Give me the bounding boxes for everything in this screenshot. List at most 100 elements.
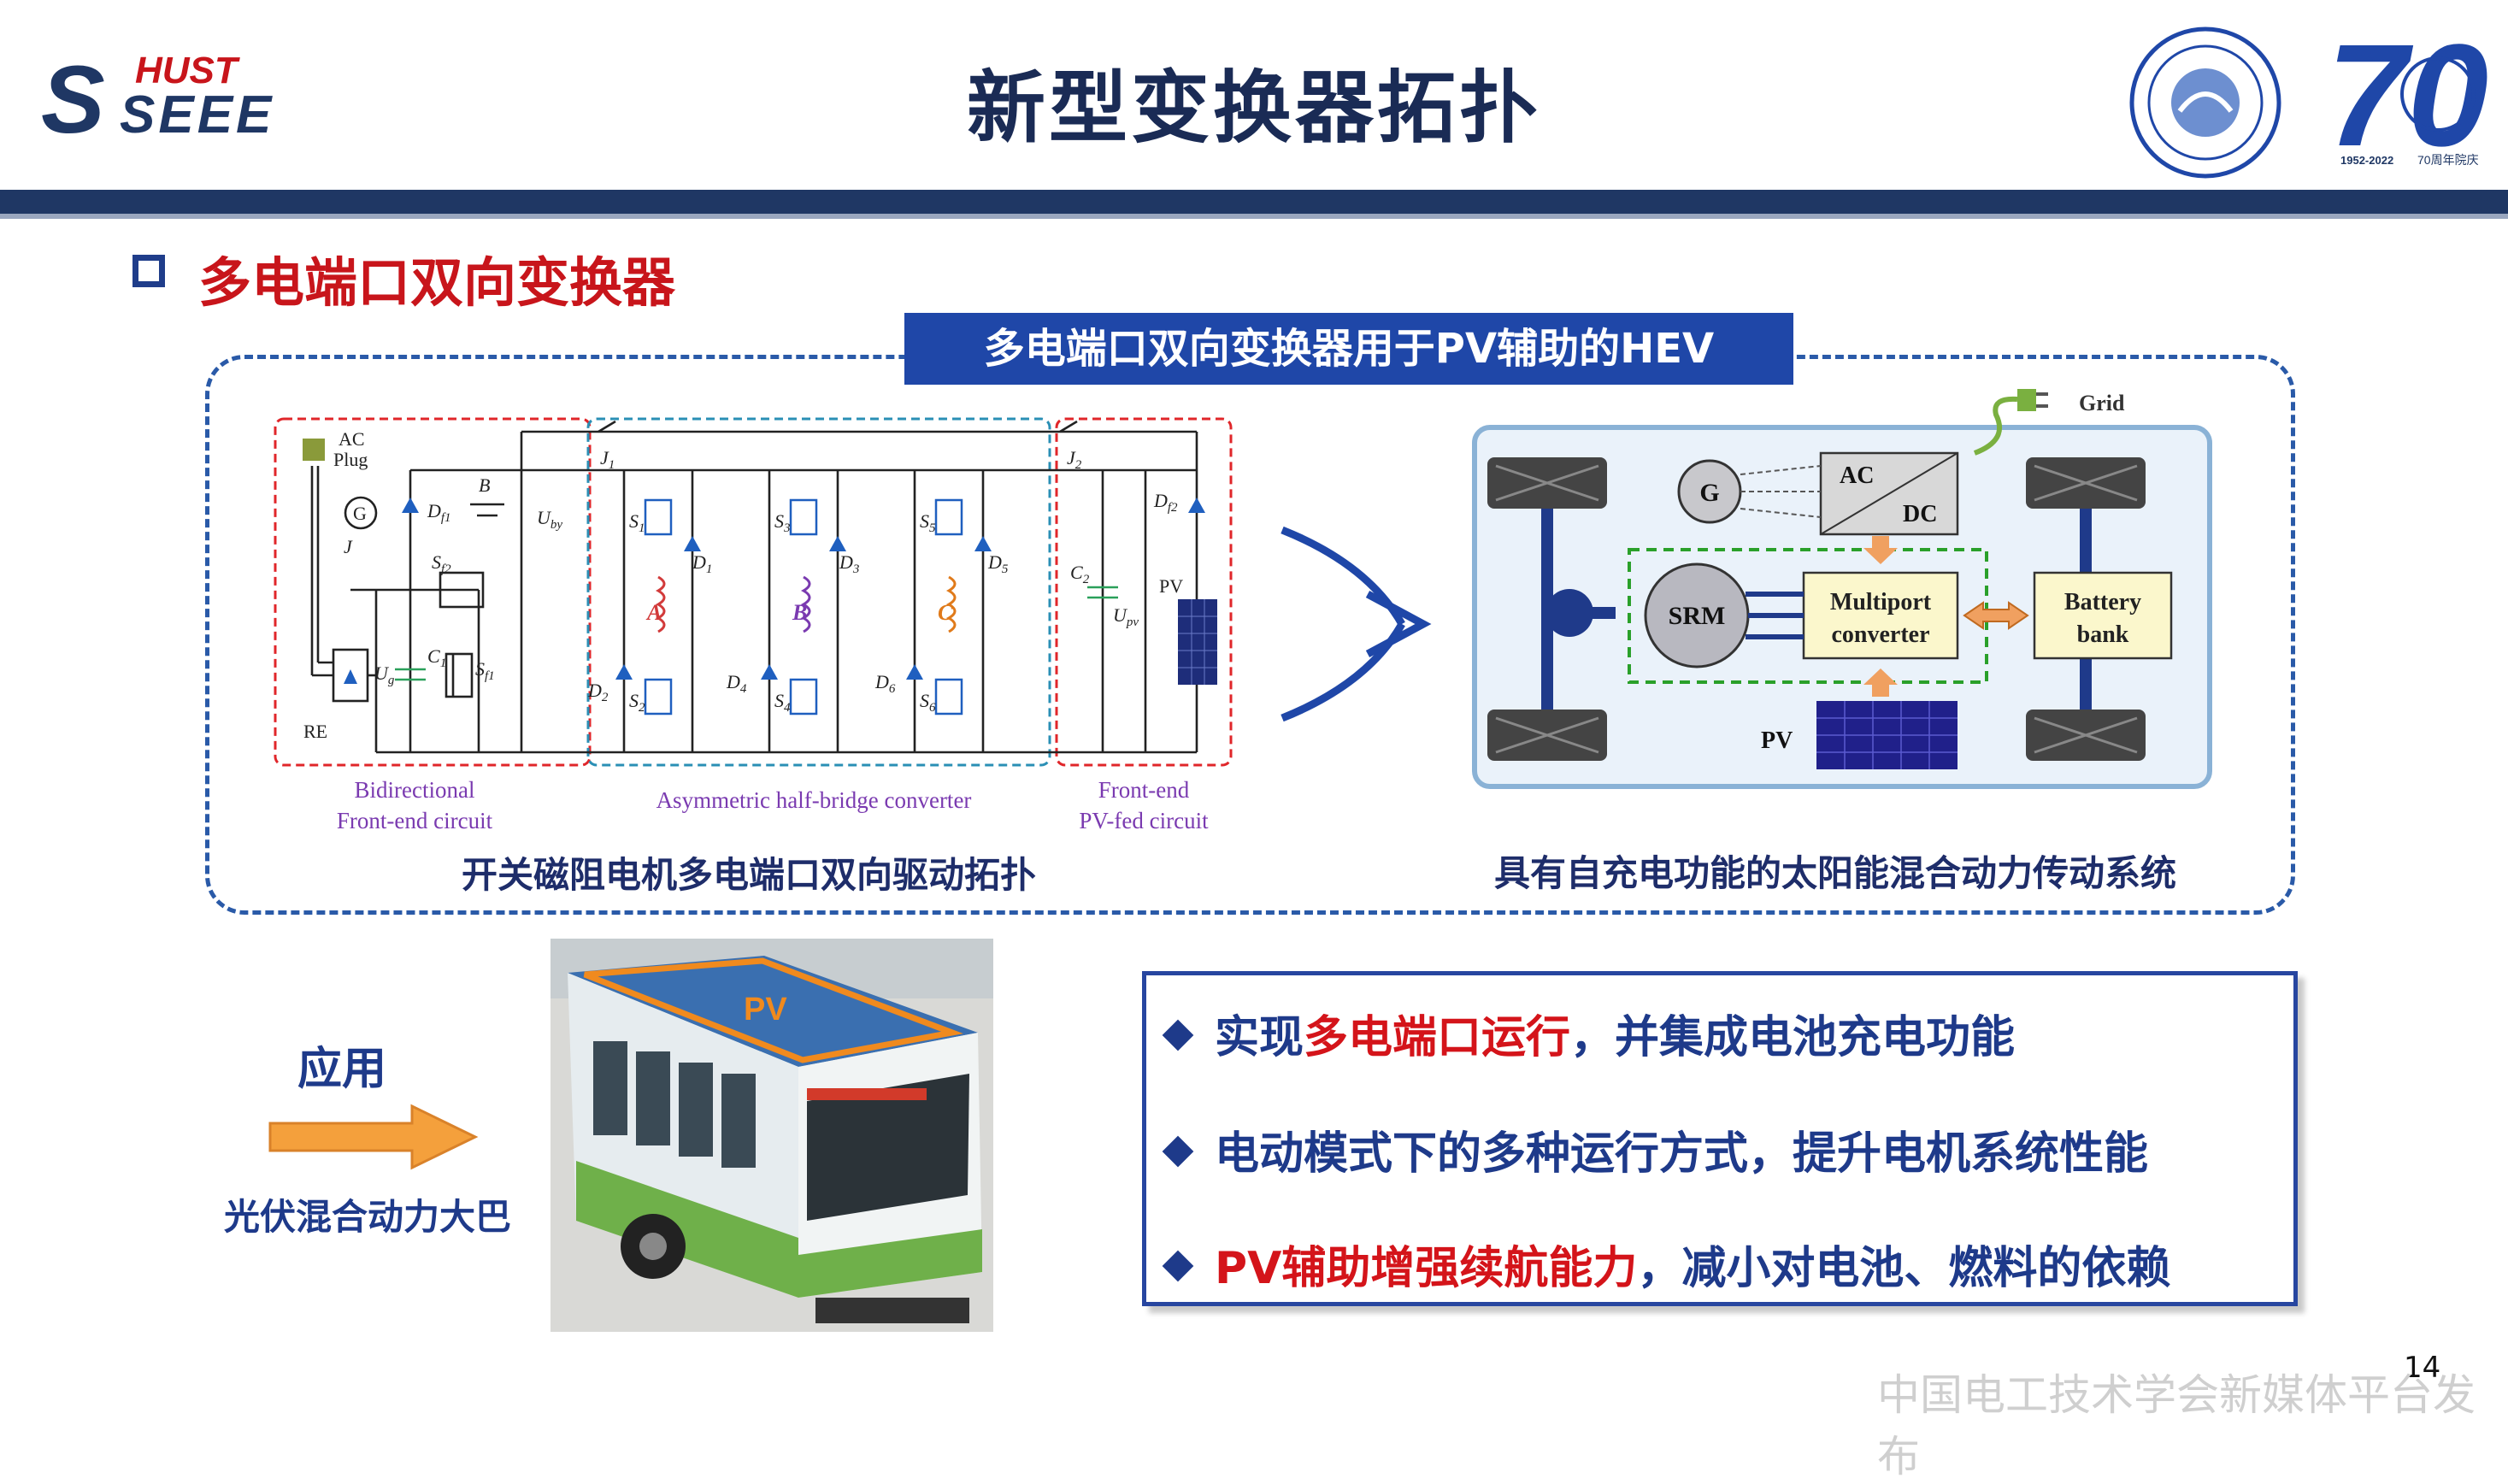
svg-text:S5: S5 [920, 510, 936, 535]
system-dc-label: DC [1903, 501, 1937, 527]
svg-text:Upv: Upv [1113, 604, 1139, 629]
svg-text:J1: J1 [600, 447, 615, 472]
feature-list: 实现多电端口运行，并集成电池充电功能 电动模式下的多种运行方式，提升电机系统性能… [1142, 971, 2298, 1306]
label-d5: D [987, 551, 1002, 573]
label-sf2: S [432, 551, 441, 573]
svg-text:D4: D4 [726, 671, 747, 696]
svg-text:C2: C2 [1070, 562, 1090, 586]
label-sf1: S [475, 658, 485, 680]
label-s3: S [774, 510, 784, 532]
label-d4: D [726, 671, 740, 692]
label-df2: D [1153, 490, 1168, 511]
system-g-label: G [1699, 479, 1719, 507]
label-upv: U [1113, 604, 1128, 626]
label-d3: D [839, 551, 853, 573]
feature-item-3: PV辅助增强续航能力，减小对电池、燃料的依赖 [1162, 1232, 2170, 1296]
svg-text:D2: D2 [587, 680, 609, 704]
circuit-caption: 开关磁阻电机多电端口双向驱动拓扑 [462, 854, 1037, 896]
srm-multiport-circuit: AC Plug G J RE Ug C1 Sf1 Sf2 Df1 B Uby J… [274, 417, 1233, 833]
system-pv-label: PV [1761, 727, 1793, 754]
svg-text:Df2: Df2 [1153, 490, 1178, 515]
label-df1: D [427, 500, 441, 521]
label-pv: PV [1159, 575, 1183, 597]
svg-text:J2: J2 [1067, 447, 1082, 472]
system-grid-label: Grid [2079, 391, 2125, 415]
right-arrow-icon [268, 1104, 479, 1170]
label-b: B [479, 474, 490, 496]
system-ac-label: AC [1840, 462, 1874, 489]
system-battery-line2: bank [2077, 621, 2129, 648]
feature-item-2: 电动模式下的多种运行方式，提升电机系统性能 [1162, 1117, 2148, 1181]
curved-arrow-icon [1280, 526, 1432, 722]
system-multiport-line2: converter [1831, 621, 1929, 648]
label-j2: J [1067, 447, 1076, 468]
label-c2: C [1070, 562, 1083, 583]
label-s4: S [774, 690, 784, 711]
system-srm-label: SRM [1669, 602, 1726, 630]
logo-seee-text: SEEE [120, 85, 274, 141]
block-right-line2: PV-fed circuit [1079, 808, 1209, 833]
label-phase-c: C [938, 600, 953, 625]
header-bar-shadow [0, 214, 2508, 219]
block-mid-label: Asymmetric half-bridge converter [656, 787, 972, 813]
svg-text:Sf1: Sf1 [475, 658, 495, 683]
anniversary-years: 1952-2022 [2340, 154, 2393, 167]
system-caption: 具有自充电功能的太阳能混合动力传动系统 [1494, 852, 2177, 894]
solar-bus-photo: PV [550, 939, 993, 1332]
diamond-bullet-icon [1162, 1019, 1194, 1051]
svg-text:S2: S2 [629, 690, 645, 715]
diagram-banner: 多电端口双向变换器用于PV辅助的HEV [904, 313, 1793, 385]
label-re: RE [303, 721, 327, 742]
label-plug: Plug [333, 449, 368, 470]
label-c1: C [427, 645, 440, 667]
svg-text:S4: S4 [774, 690, 791, 715]
label-d1: D [692, 551, 706, 573]
label-j: J [344, 536, 353, 557]
svg-text:C1: C1 [427, 645, 446, 670]
label-s5: S [920, 510, 929, 532]
label-phase-a: A [645, 600, 662, 625]
header-bar [0, 190, 2508, 214]
svg-text:D3: D3 [839, 551, 859, 576]
block-left-line2: Front-end circuit [337, 808, 493, 833]
system-multiport-line1: Multiport [1830, 589, 1932, 615]
label-ac: AC [339, 428, 365, 450]
svg-text:D1: D1 [692, 551, 712, 576]
feature-item-1: 实现多电端口运行，并集成电池充电功能 [1162, 1001, 2015, 1065]
svg-text:D6: D6 [874, 671, 896, 696]
watermark: 中国电工技术学会新媒体平台发布 [1877, 1370, 2476, 1481]
svg-text:S: S [41, 47, 105, 141]
svg-text:D5: D5 [987, 551, 1009, 576]
label-s1: S [629, 510, 639, 532]
solar-hybrid-powertrain-diagram: SRM Multiport converter Battery bank AC … [1472, 389, 2212, 789]
label-phase-b: B [792, 600, 807, 625]
svg-text:Ug: Ug [374, 662, 395, 687]
label-d6: D [874, 671, 889, 692]
application-sub: 光伏混合动力大巴 [224, 1196, 512, 1238]
logo-hust-text: HUST [135, 50, 240, 91]
label-j1: J [600, 447, 609, 468]
svg-text:S6: S6 [920, 690, 936, 715]
svg-text:S1: S1 [629, 510, 645, 535]
label-g: G [353, 503, 367, 524]
svg-text:70: 70 [2327, 17, 2488, 177]
block-left-line1: Bidirectional [355, 777, 475, 803]
svg-text:Df1: Df1 [427, 500, 451, 525]
section-title: 多电端口双向变换器 [198, 251, 676, 314]
anniversary-logos: 70 1952-2022 70周年院庆 [2129, 17, 2488, 179]
label-s6: S [920, 690, 929, 711]
label-uby: U [537, 507, 552, 528]
svg-text:S3: S3 [774, 510, 791, 535]
application-label: 应用 [297, 1044, 387, 1095]
hust-seee-logo: S HUST SEEE [41, 47, 274, 141]
label-d2: D [587, 680, 602, 701]
label-s2: S [629, 690, 639, 711]
diamond-bullet-icon [1162, 1135, 1194, 1168]
diamond-bullet-icon [1162, 1250, 1194, 1282]
bus-pv-label: PV [744, 992, 787, 1028]
svg-text:Sf2: Sf2 [432, 551, 451, 576]
label-ug: U [374, 662, 390, 684]
system-battery-line1: Battery [2064, 589, 2141, 615]
anniversary-text: 70周年院庆 [2417, 153, 2479, 167]
section-bullet-square-icon [132, 255, 165, 287]
